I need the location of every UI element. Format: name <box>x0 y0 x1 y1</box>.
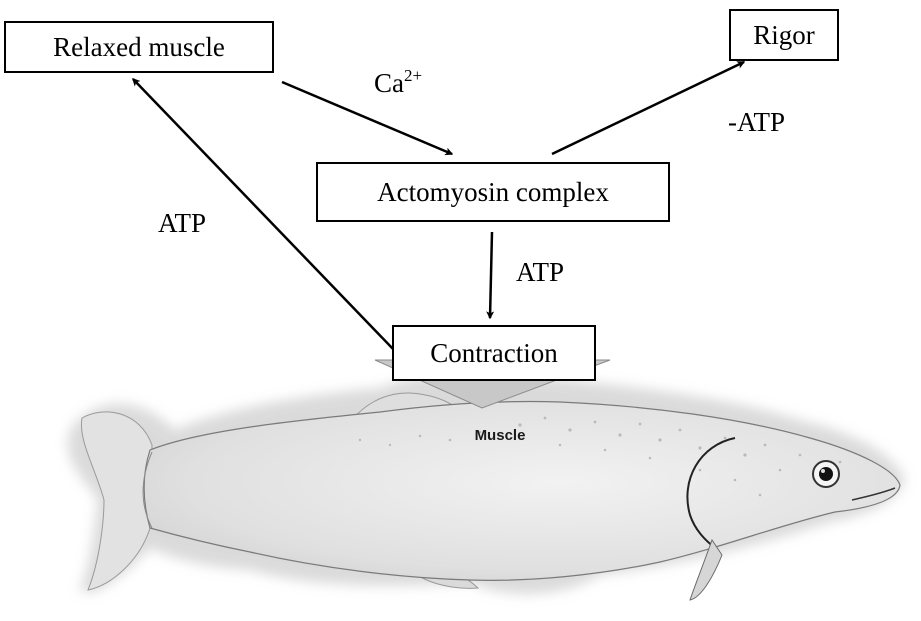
box-contraction-label: Contraction <box>430 338 558 368</box>
arrow-actomyosin-to-contraction <box>486 231 495 320</box>
arrow-contraction-to-relaxed <box>132 78 395 351</box>
fish-speckles <box>358 416 842 497</box>
arrow-relaxed-to-actomyosin <box>281 80 454 156</box>
fish-pectoral-fin <box>689 538 723 601</box>
box-contraction: Contraction <box>392 325 596 381</box>
edge-label-calcium: Ca2+ <box>374 66 422 98</box>
fish-body <box>143 400 901 581</box>
fish-mouth <box>851 487 896 501</box>
edge-label-minus-atp: -ATP <box>728 107 785 137</box>
edge-label-atp-left: ATP <box>158 208 206 238</box>
fish-eye-icon <box>812 460 840 488</box>
box-relaxed-muscle-label: Relaxed muscle <box>53 32 225 62</box>
fish-gill-line <box>686 437 736 549</box>
arrow-actomyosin-to-rigor <box>551 60 746 156</box>
arrows <box>132 60 746 351</box>
fish-tail-joint <box>142 451 153 529</box>
box-rigor-label: Rigor <box>753 20 815 50</box>
box-actomyosin-label: Actomyosin complex <box>377 177 609 207</box>
box-relaxed-muscle: Relaxed muscle <box>4 21 274 73</box>
edge-label-atp-down: ATP <box>516 257 564 287</box>
fish-tail <box>80 411 153 591</box>
calcium-superscript: 2+ <box>404 66 422 85</box>
fish-illustration: Muscle <box>67 359 905 601</box>
box-rigor: Rigor <box>729 9 839 61</box>
calcium-base: Ca <box>374 68 404 98</box>
box-actomyosin-complex: Actomyosin complex <box>316 162 670 222</box>
muscle-label: Muscle <box>475 427 526 444</box>
